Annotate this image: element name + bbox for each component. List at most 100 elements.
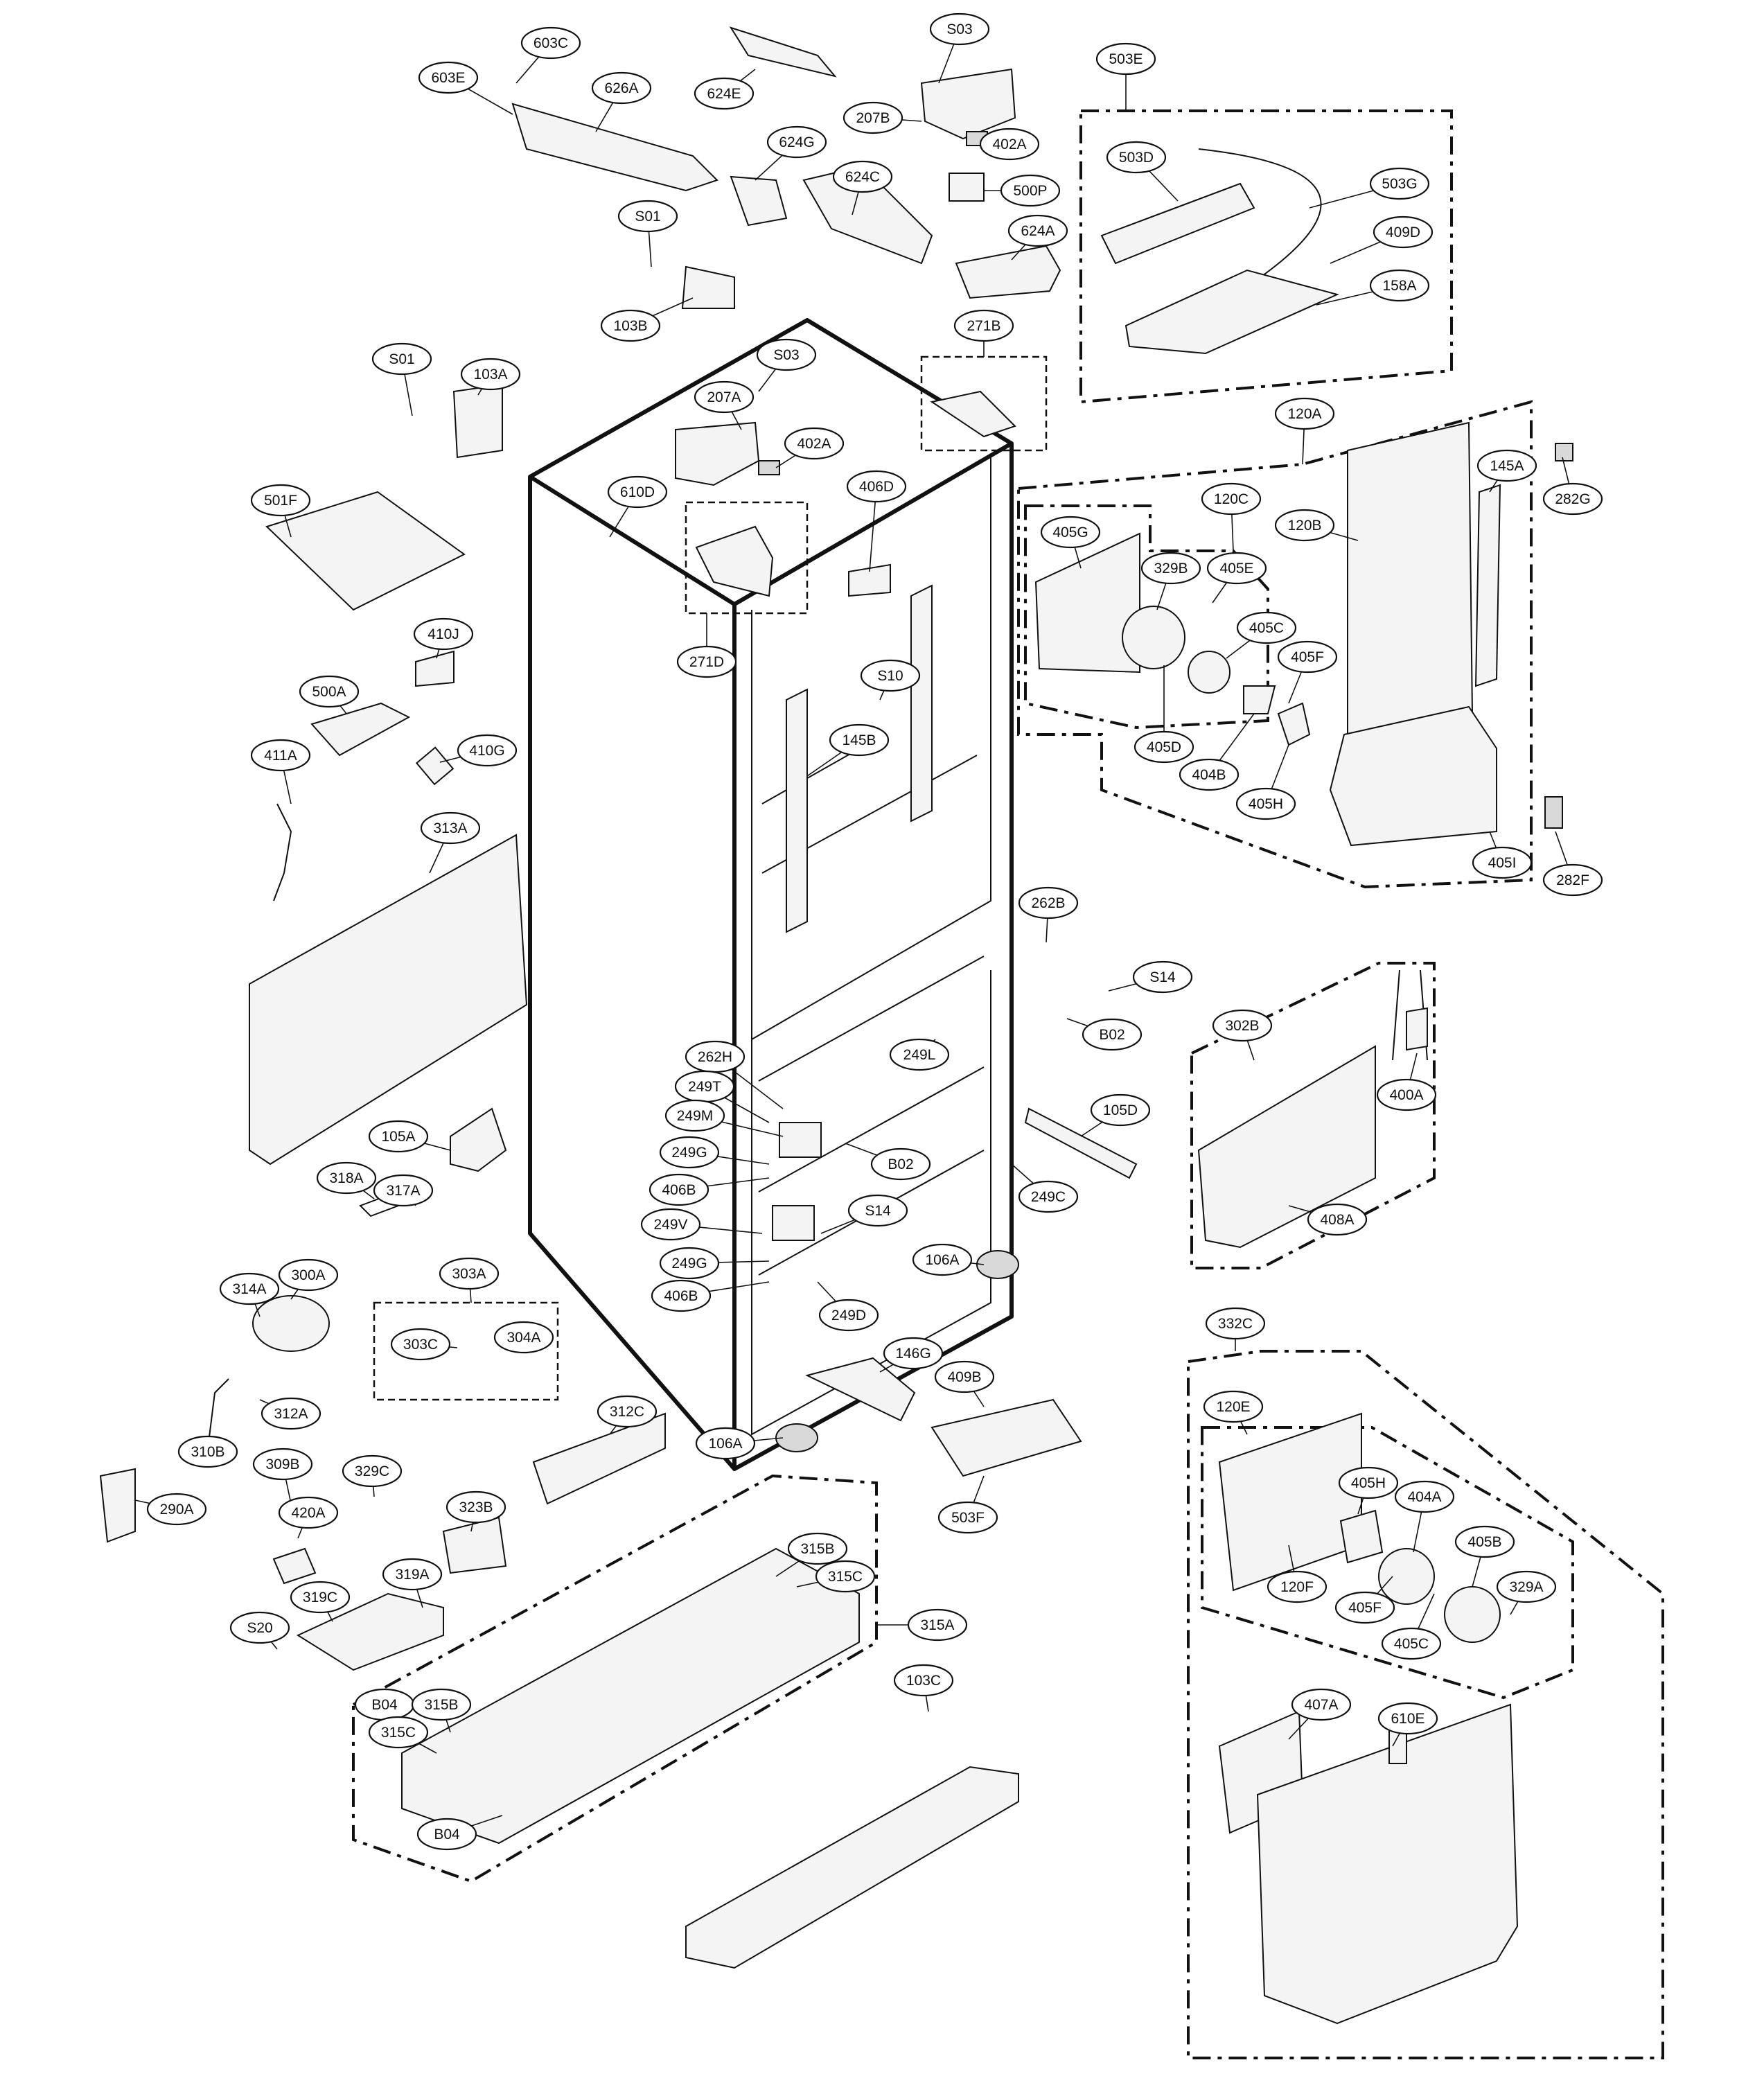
part-number-label: 405C: [1394, 1636, 1429, 1652]
callout-B02a: B02: [1082, 1018, 1143, 1051]
callout-304A: 304A: [493, 1321, 554, 1354]
callout-312C: 312C: [597, 1395, 658, 1428]
callout-oval: [640, 1208, 701, 1241]
part-number-label: 503D: [1119, 150, 1154, 166]
callout-624C: 624C: [832, 160, 893, 193]
part-number-label: 300A: [291, 1267, 325, 1283]
callout-503D: 503D: [1106, 141, 1167, 174]
part-number-label: 404B: [1192, 767, 1226, 783]
callout-282F: 282F: [1542, 863, 1603, 897]
part-number-label: 315C: [828, 1569, 863, 1585]
part-number-label: 407A: [1304, 1697, 1338, 1713]
callout-404Ba: 404B: [1179, 758, 1240, 791]
callout-oval: [1212, 1009, 1273, 1042]
part-number-label: 312C: [610, 1404, 644, 1420]
callout-oval: [1381, 1627, 1442, 1660]
callout-oval: [832, 160, 893, 193]
callout-405Ha: 405H: [1235, 787, 1296, 820]
callout-120C: 120C: [1201, 482, 1262, 516]
callout-oval: [1007, 214, 1068, 247]
callout-S10: S10: [860, 659, 921, 692]
part-number-label: 318A: [329, 1170, 363, 1186]
part-number-label: S01: [389, 351, 414, 367]
callout-oval: [1082, 1018, 1143, 1051]
part-number-label: 626A: [604, 80, 638, 96]
callout-329A: 329A: [1496, 1570, 1557, 1603]
part-number-label: 405H: [1351, 1475, 1386, 1491]
callout-oval: [1542, 482, 1603, 516]
callout-oval: [847, 1194, 908, 1227]
callout-103B: 103B: [600, 309, 661, 342]
callout-oval: [316, 1161, 377, 1195]
callout-410J: 410J: [413, 617, 474, 651]
callout-oval: [382, 1558, 443, 1591]
callout-oval: [937, 1501, 998, 1534]
part-number-label: 302B: [1225, 1018, 1259, 1034]
part-number-label: 158A: [1382, 278, 1416, 294]
part-number-label: B02: [1099, 1027, 1124, 1043]
callout-oval: [659, 1136, 720, 1169]
callout-105A: 105A: [368, 1120, 429, 1153]
part-number-label: 405F: [1291, 649, 1324, 665]
callout-oval: [1090, 1093, 1151, 1127]
callout-405Ea: 405E: [1206, 552, 1267, 585]
callout-409D: 409D: [1373, 215, 1434, 249]
part-number-label: 624C: [845, 169, 880, 185]
callout-207A: 207A: [694, 380, 755, 414]
part-number-label: 319C: [303, 1590, 337, 1605]
callout-314A: 314A: [219, 1272, 280, 1305]
callout-oval: [252, 1448, 313, 1481]
part-number-label: 409B: [947, 1369, 981, 1385]
callout-249V: 249V: [640, 1208, 701, 1241]
callout-oval: [883, 1337, 944, 1370]
callout-oval: [439, 1257, 500, 1290]
callout-603C: 603C: [520, 26, 581, 60]
part-number-label: S03: [946, 21, 972, 37]
part-number-label: 323B: [459, 1499, 493, 1515]
callout-oval: [520, 26, 581, 60]
callout-oval: [829, 723, 890, 757]
part-number-label: 120E: [1216, 1399, 1250, 1415]
callout-oval: [953, 309, 1014, 342]
callout-402Ab: 402A: [784, 427, 845, 460]
callout-oval: [846, 470, 907, 503]
callout-oval: [146, 1493, 207, 1526]
callout-oval: [756, 338, 817, 371]
callout-329Ca: 329C: [342, 1454, 403, 1488]
callout-405Ca: 405C: [1236, 611, 1297, 644]
callout-315Bb: 315B: [411, 1688, 472, 1721]
callout-249D: 249D: [818, 1299, 879, 1332]
part-number-label: 406D: [859, 479, 894, 495]
callout-120A: 120A: [1274, 397, 1335, 430]
part-number-label: 282F: [1556, 872, 1589, 888]
part-number-label: S20: [247, 1620, 272, 1636]
callout-oval: [368, 1120, 429, 1153]
callout-405Hb: 405H: [1338, 1466, 1399, 1499]
callout-oval: [1376, 1078, 1437, 1111]
callout-oval: [649, 1173, 709, 1206]
callout-249T: 249T: [674, 1070, 735, 1103]
callout-318A: 318A: [316, 1161, 377, 1195]
callout-oval: [1132, 960, 1193, 994]
callout-oval: [651, 1279, 712, 1312]
vertical-rails: [786, 584, 933, 933]
callout-249M: 249M: [664, 1099, 725, 1132]
callout-oval: [1476, 449, 1537, 482]
callout-249C: 249C: [1018, 1180, 1079, 1213]
callout-624G: 624G: [766, 125, 827, 159]
callout-S14b: S14: [847, 1194, 908, 1227]
callout-146G: 146G: [883, 1337, 944, 1370]
callout-105D: 105D: [1090, 1093, 1151, 1127]
callout-oval: [460, 358, 521, 391]
callout-oval: [1369, 269, 1430, 302]
part-number-label: 405B: [1467, 1534, 1501, 1550]
callout-319A: 319A: [382, 1558, 443, 1591]
part-number-label: 207B: [856, 110, 890, 126]
callout-303C: 303C: [390, 1328, 451, 1361]
callout-oval: [1307, 1203, 1368, 1236]
callout-315Ba: 315B: [787, 1532, 848, 1565]
callout-oval: [1373, 215, 1434, 249]
callout-501F: 501F: [250, 484, 311, 517]
